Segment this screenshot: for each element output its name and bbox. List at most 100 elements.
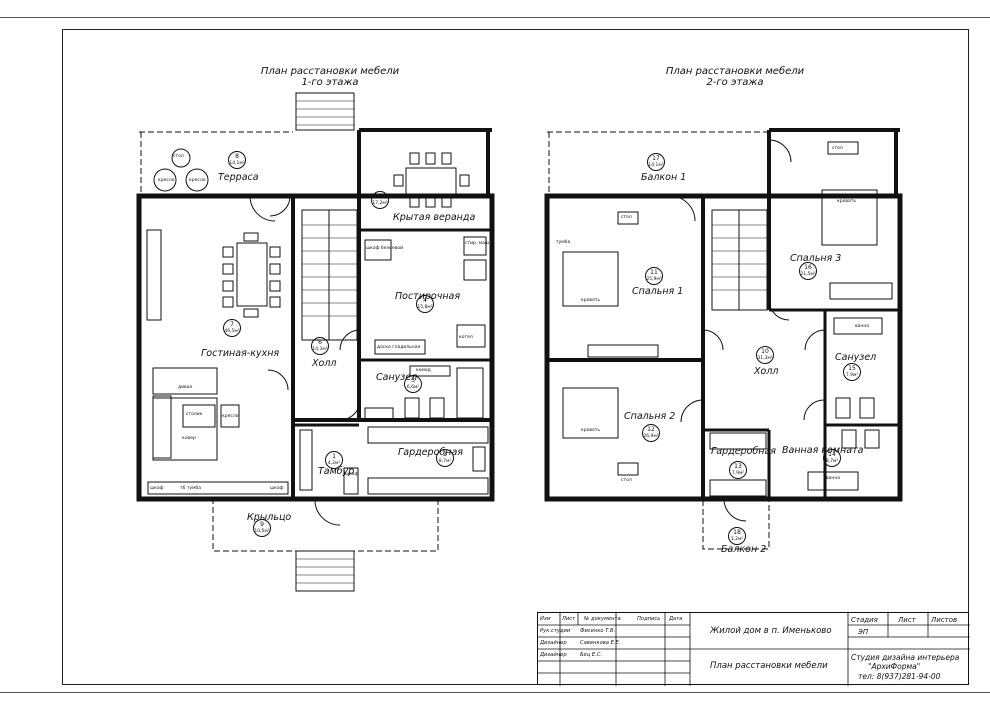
floor1-walls bbox=[136, 92, 495, 592]
furniture-label: тб тумба bbox=[180, 486, 202, 491]
stamp-role: Рук.студии bbox=[540, 628, 571, 634]
floor1-room-name: Гардеробная bbox=[398, 447, 464, 458]
room-number: 2 bbox=[443, 451, 447, 458]
floor2-room-name: Спальня 3 bbox=[790, 253, 842, 264]
room-number: 15 bbox=[848, 365, 856, 372]
stamp-project: Жилой дом в п. Именьково bbox=[710, 626, 832, 636]
floor2-room-name: Спальня 2 bbox=[624, 411, 676, 422]
floor1-room-name: Холл bbox=[312, 358, 337, 369]
floor1-room-name: Санузел bbox=[376, 372, 418, 383]
room-number: 6 bbox=[318, 339, 322, 346]
furniture-label: шкаф bbox=[270, 486, 284, 491]
title-block: Изм Лист № документа Подпись Дата Рук.ст… bbox=[537, 612, 970, 686]
furniture-label: кресло bbox=[158, 178, 175, 183]
room-area: 8,7м² bbox=[825, 459, 839, 464]
stamp-stage-label: Стадия bbox=[851, 616, 878, 624]
furniture-label: ванна bbox=[826, 476, 841, 481]
room-area: 14,3м² bbox=[312, 347, 328, 352]
room-area: 7,9м² bbox=[845, 373, 859, 378]
room-area: 31,3м² bbox=[757, 356, 773, 361]
room-area: 6,6м² bbox=[406, 385, 420, 390]
floor2-room-name: Балкон 1 bbox=[641, 172, 687, 183]
furniture-label: тумба bbox=[556, 240, 571, 245]
furniture-label: стол bbox=[832, 146, 843, 151]
room-area: 4,2м² bbox=[327, 461, 341, 466]
stamp-header-sign: Подпись bbox=[637, 616, 661, 622]
furniture-label: доска гладильная bbox=[377, 345, 421, 350]
furniture-label: кровать bbox=[581, 428, 601, 433]
room-area: 26,9м² bbox=[643, 434, 659, 439]
floor1-room-name: Крыльцо bbox=[247, 512, 292, 523]
furniture-label: кресло bbox=[222, 414, 239, 419]
room-number: 1 bbox=[332, 453, 336, 460]
stamp-person: Савенкова Е.Е. bbox=[580, 640, 621, 646]
room-number: 4 bbox=[423, 297, 427, 304]
room-area: 14,1м² bbox=[648, 163, 664, 168]
furniture-label: шкаф bbox=[150, 486, 164, 491]
furniture-label: диван bbox=[178, 385, 193, 390]
furniture-label: стол bbox=[621, 478, 632, 483]
drawing-frame bbox=[62, 29, 969, 685]
room-area: 10,5м² bbox=[254, 529, 270, 534]
floor2-walls bbox=[544, 128, 903, 550]
room-number: 10 bbox=[761, 348, 769, 355]
room-number: 11 bbox=[650, 269, 658, 276]
floor2-room-name: Ванная комната bbox=[782, 445, 864, 456]
room-area: 25,9м² bbox=[646, 277, 662, 282]
stamp-person: Бец Е.С. bbox=[580, 652, 603, 658]
room-area: 7,9м² bbox=[731, 471, 745, 476]
floor1-room-name: Крытая веранда bbox=[393, 212, 476, 223]
title-block-grid bbox=[538, 613, 970, 686]
furniture-label: ковер bbox=[182, 436, 196, 441]
stamp-sheet-title: План расстановки мебели bbox=[710, 661, 828, 671]
floor2-room-name: Гардеробная bbox=[711, 446, 777, 457]
room-number: 5 bbox=[378, 193, 382, 200]
room-number: 8 bbox=[235, 153, 239, 160]
room-area: 46,5м² bbox=[224, 329, 240, 334]
room-area: 15,8м² bbox=[417, 305, 433, 310]
floor1-room-name: Терраса bbox=[218, 172, 259, 183]
floor2-room-name: Балкон 2 bbox=[721, 544, 767, 555]
furniture-label: кровать bbox=[581, 298, 601, 303]
room-number: 3 bbox=[411, 377, 415, 384]
stamp-stage: ЭП bbox=[858, 628, 869, 636]
furniture-label: кровать bbox=[837, 199, 857, 204]
stamp-studio-line1: Студия дизайна интерьера bbox=[851, 653, 960, 662]
furniture-label: шкаф bbox=[345, 472, 359, 477]
furniture-label: шкаф бельевой bbox=[366, 246, 404, 251]
top-border-line bbox=[0, 17, 990, 18]
floor1-room-name: Тамбур bbox=[318, 466, 355, 477]
floor2-room-name: Санузел bbox=[835, 352, 877, 363]
stamp-sheets-label: Листов bbox=[931, 616, 958, 624]
room-number: 12 bbox=[647, 426, 655, 433]
room-number: 18 bbox=[733, 529, 741, 536]
furniture-label: стир. маш bbox=[465, 241, 490, 246]
stamp-role: Дизайнер bbox=[540, 640, 567, 646]
stamp-header-date: Дата bbox=[669, 616, 683, 622]
furniture-label: стол bbox=[173, 154, 184, 159]
room-area: 1,2м² bbox=[730, 537, 744, 542]
floor1-room-name: Гостиная-кухня bbox=[201, 348, 280, 359]
stamp-header-izm: Изм bbox=[540, 616, 551, 622]
stamp-studio-line2: "АрхиФорма" bbox=[868, 662, 921, 671]
stamp-phone: тел: 8(937)281-94-00 bbox=[858, 672, 941, 681]
room-area: 17,2м² bbox=[372, 201, 388, 206]
stamp-role: Дизайнер bbox=[540, 652, 567, 658]
room-number: 13 bbox=[734, 463, 742, 470]
